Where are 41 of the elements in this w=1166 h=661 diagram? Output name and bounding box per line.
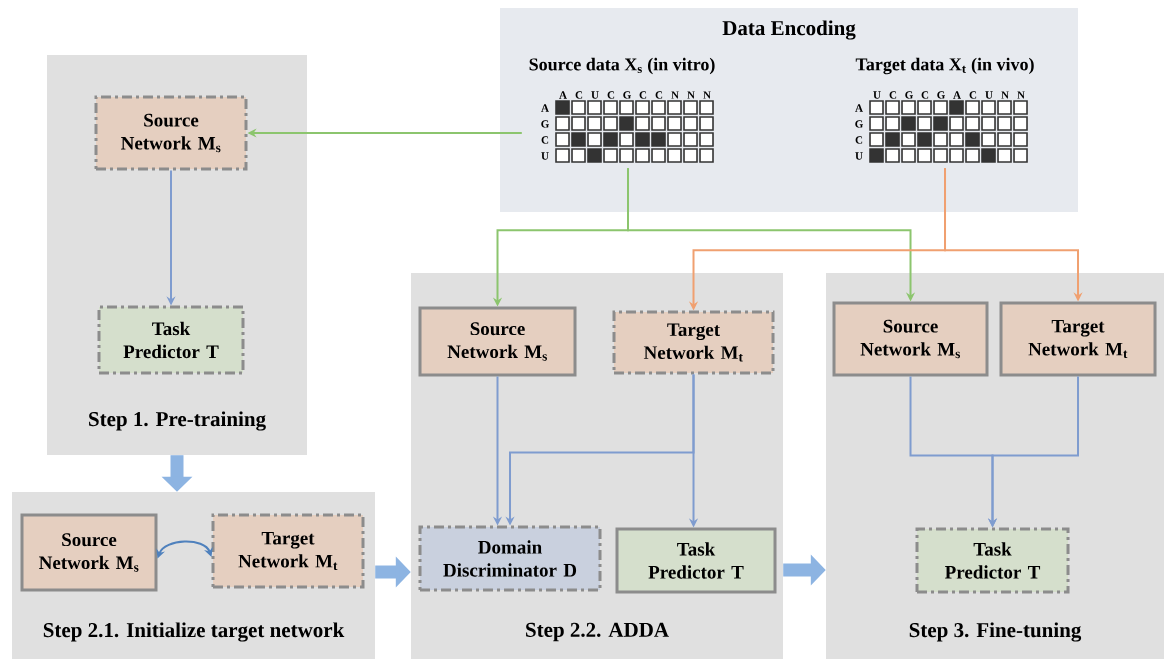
row-letter: A — [855, 104, 863, 112]
sequence-letter: N — [1017, 91, 1025, 99]
row-letter: G — [541, 120, 549, 128]
sequence-letter: A — [953, 91, 961, 99]
sequence-letter: U — [985, 91, 993, 99]
process-box: Source Network M$_{s}$ — [832, 301, 989, 377]
sequence-letter: U — [873, 91, 881, 99]
sequence-letter: C — [575, 91, 583, 99]
dashed-box: Target Network M$_{t}$ — [211, 513, 365, 589]
dashed-box: Task Predictor T — [915, 527, 1070, 594]
node-label: Source data X$_{s}$ (in vitro) — [529, 57, 715, 75]
row-letter: A — [541, 104, 549, 112]
sequence-letter: C — [889, 91, 897, 99]
row-letter: G — [855, 120, 863, 128]
sequence-letter: G — [623, 91, 631, 99]
dashed-box: Target Network M$_{t}$ — [612, 310, 775, 375]
sequence-letter: C — [639, 91, 647, 99]
row-letter: C — [855, 136, 863, 144]
sequence-letter: N — [671, 91, 679, 99]
row-letter: U — [541, 152, 549, 160]
sequence-letter: G — [937, 91, 945, 99]
dashed-box: Task Predictor T — [97, 305, 245, 375]
sequence-letter: C — [921, 91, 929, 99]
sequence-letter: G — [905, 91, 913, 99]
sequence-letter: N — [1001, 91, 1009, 99]
dashed-box: Domain Discriminator D — [418, 525, 602, 592]
sequence-letter: N — [703, 91, 711, 99]
dashed-box: Source Network M$_{s}$ — [94, 95, 248, 171]
sequence-letter: C — [969, 91, 977, 99]
sequence-letter: U — [591, 91, 599, 99]
process-box: Task Predictor T — [615, 527, 777, 594]
process-box: Source Network M$_{s}$ — [20, 513, 158, 592]
row-letter: U — [855, 152, 863, 160]
sequence-letter: C — [607, 91, 615, 99]
sequence-letter: N — [687, 91, 695, 99]
process-box: Target Network M$_{t}$ — [999, 301, 1157, 377]
row-letter: C — [541, 136, 549, 144]
sequence-letter: A — [559, 91, 567, 99]
node-label: Target data X$_{t}$ (in vivo) — [855, 57, 1034, 75]
sequence-letter: C — [655, 91, 663, 99]
process-box: Source Network M$_{s}$ — [418, 306, 577, 377]
